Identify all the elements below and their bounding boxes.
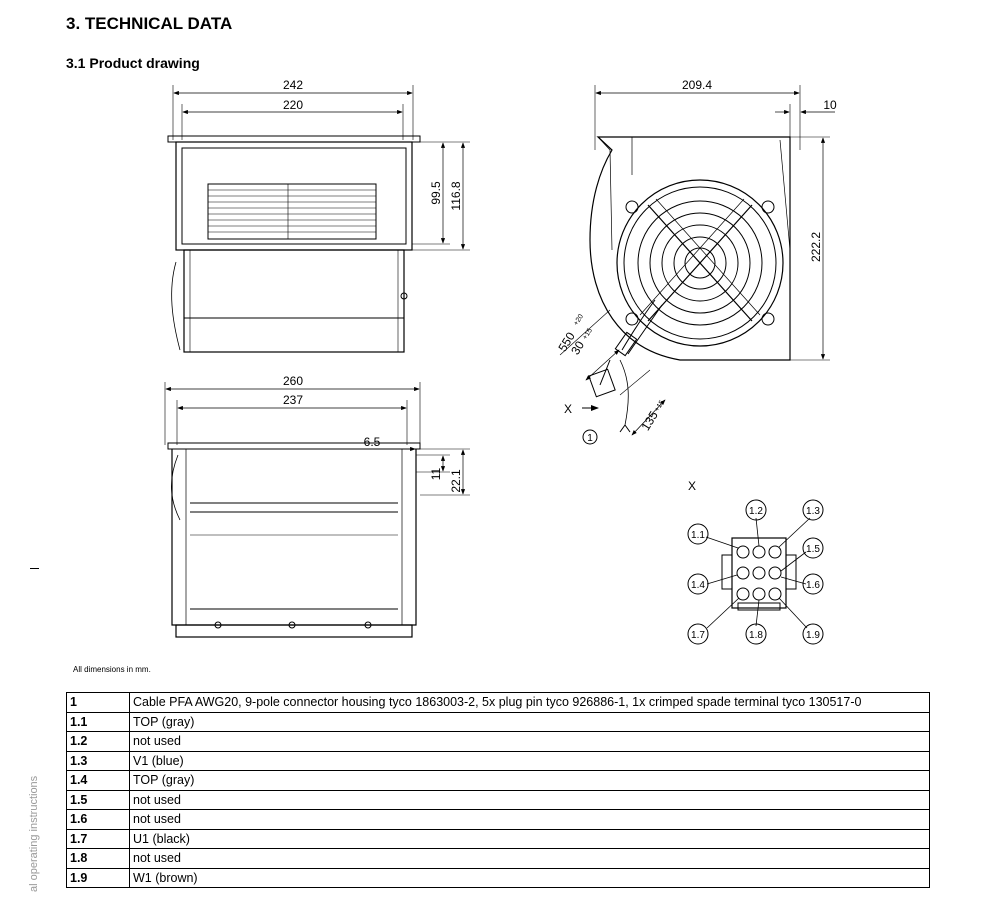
subsection-heading: 3.1 Product drawing: [66, 55, 200, 71]
dim-30-tol: +15: [582, 327, 594, 341]
row-key: 1.9: [66, 867, 130, 888]
row-key: 1: [66, 692, 130, 713]
dimensions-note: All dimensions in mm.: [73, 665, 151, 674]
pin-label-1-7: 1.7: [691, 630, 705, 641]
margin-mark: [30, 568, 39, 569]
row-value: not used: [129, 789, 930, 810]
row-value: V1 (blue): [129, 750, 930, 771]
top-view: [167, 85, 470, 353]
dim-260: 260: [283, 374, 303, 388]
row-key: 1.7: [66, 828, 130, 849]
cable-callout-1: 1: [587, 433, 593, 444]
dim-22-1: 22.1: [449, 469, 463, 493]
row-value: TOP (gray): [129, 770, 930, 791]
dim-10: 10: [823, 98, 837, 112]
dim-242: 242: [283, 78, 303, 92]
dim-116-8: 116.8: [449, 181, 463, 210]
pin-label-1-3: 1.3: [806, 506, 820, 517]
sidebar-footer-text: al operating instructions: [28, 775, 40, 892]
side-view: [559, 85, 835, 445]
row-key: 1.5: [66, 789, 130, 810]
row-value: TOP (gray): [129, 711, 930, 732]
pin-label-1-9: 1.9: [806, 630, 820, 641]
dim-6-5: 6.5: [364, 435, 381, 449]
pin-label-1-1: 1.1: [691, 530, 705, 541]
row-value: not used: [129, 731, 930, 752]
dim-209-4: 209.4: [682, 78, 712, 92]
dim-222-2: 222.2: [809, 232, 823, 262]
row-key: 1.3: [66, 750, 130, 771]
pin-label-1-8: 1.8: [749, 630, 763, 641]
dim-99-5: 99.5: [429, 181, 443, 205]
row-value: not used: [129, 809, 930, 830]
pin-label-1-5: 1.5: [806, 544, 820, 555]
row-key: 1.1: [66, 711, 130, 732]
dim-550-tol: +20: [573, 313, 585, 327]
connector-x-label: X: [688, 479, 696, 493]
pin-label-1-6: 1.6: [806, 580, 820, 591]
connector-view: [687, 499, 824, 645]
pin-label-1-2: 1.2: [749, 506, 763, 517]
dim-11: 11: [429, 467, 443, 480]
dim-237: 237: [283, 393, 303, 407]
row-key: 1.6: [66, 809, 130, 830]
row-key: 1.8: [66, 848, 130, 869]
row-value: U1 (black): [129, 828, 930, 849]
row-key: 1.4: [66, 770, 130, 791]
row-value: W1 (brown): [129, 867, 930, 888]
section-heading: 3. TECHNICAL DATA: [66, 14, 233, 33]
front-view: [164, 382, 470, 638]
product-drawing: 242 220 99.5 116.8 209.4 10 222.2 550 +2…: [164, 78, 837, 645]
row-key: 1.2: [66, 731, 130, 752]
pin-label-1-4: 1.4: [691, 580, 705, 591]
row-value: not used: [129, 848, 930, 869]
row-value: Cable PFA AWG20, 9-pole connector housin…: [129, 692, 930, 713]
x-arrow-label: X: [564, 402, 572, 416]
dim-220: 220: [283, 98, 303, 112]
